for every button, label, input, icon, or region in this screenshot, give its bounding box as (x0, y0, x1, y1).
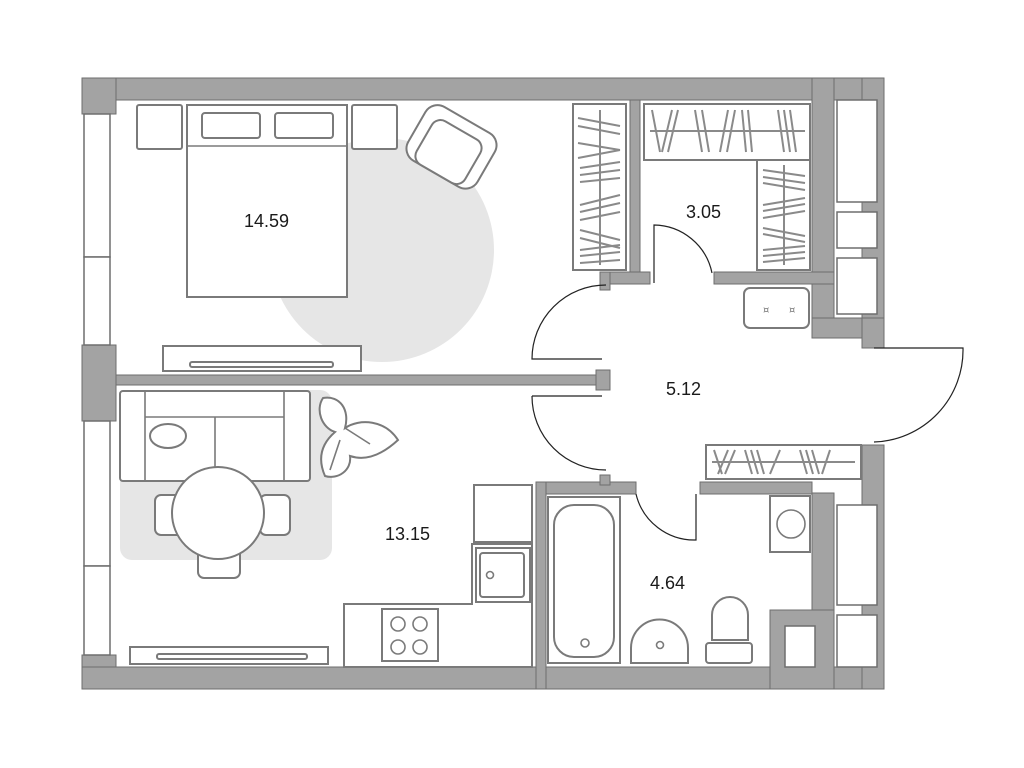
shoe-cabinet: ¤ ¤ (743, 287, 810, 329)
door-bathroom[interactable] (635, 493, 697, 541)
doors (531, 224, 964, 541)
armchair (405, 104, 498, 190)
window-right-3 (836, 257, 878, 315)
washbasin (630, 618, 689, 664)
cat-icon (149, 423, 187, 449)
toilet (705, 596, 753, 664)
window-right-5 (836, 614, 878, 668)
window-bedroom-1 (83, 113, 111, 258)
bathtub (547, 496, 621, 664)
stove (381, 608, 439, 662)
door-wardrobe[interactable] (653, 224, 713, 283)
window-living-1 (83, 420, 111, 567)
nightstand-left (136, 104, 183, 150)
window-bath-niche (784, 625, 816, 668)
kitchen-counter (343, 484, 533, 668)
bed (186, 104, 348, 298)
closet-hallway (705, 444, 862, 480)
window-right-2 (836, 211, 878, 249)
window-living-2 (83, 565, 111, 656)
area-label-hallway: 5.12 (666, 379, 701, 399)
washing-machine (769, 495, 811, 553)
svg-text:¤: ¤ (763, 305, 769, 316)
closet-walkin-top (643, 103, 811, 161)
door-bedroom[interactable] (531, 284, 607, 360)
closet-bedroom (572, 103, 627, 271)
area-label-bathroom: 4.64 (650, 573, 685, 593)
tv-stand-bedroom (162, 345, 362, 372)
area-label-wardrobe: 3.05 (686, 202, 721, 222)
windows (83, 99, 878, 668)
dining-table (154, 466, 291, 579)
tv-stand-living (129, 646, 329, 665)
fridge (473, 484, 533, 543)
area-label-bedroom: 14.59 (244, 211, 289, 231)
door-entrance[interactable] (873, 347, 964, 443)
plant (318, 396, 400, 478)
nightstand-right (351, 104, 398, 150)
closet-walkin-side (756, 159, 811, 271)
sofa (119, 390, 311, 482)
door-living[interactable] (531, 395, 607, 471)
window-bedroom-2 (83, 256, 111, 346)
window-right-1 (836, 99, 878, 203)
area-label-kitchen-living: 13.15 (385, 524, 430, 544)
svg-text:¤: ¤ (789, 305, 795, 316)
window-right-4 (836, 504, 878, 606)
